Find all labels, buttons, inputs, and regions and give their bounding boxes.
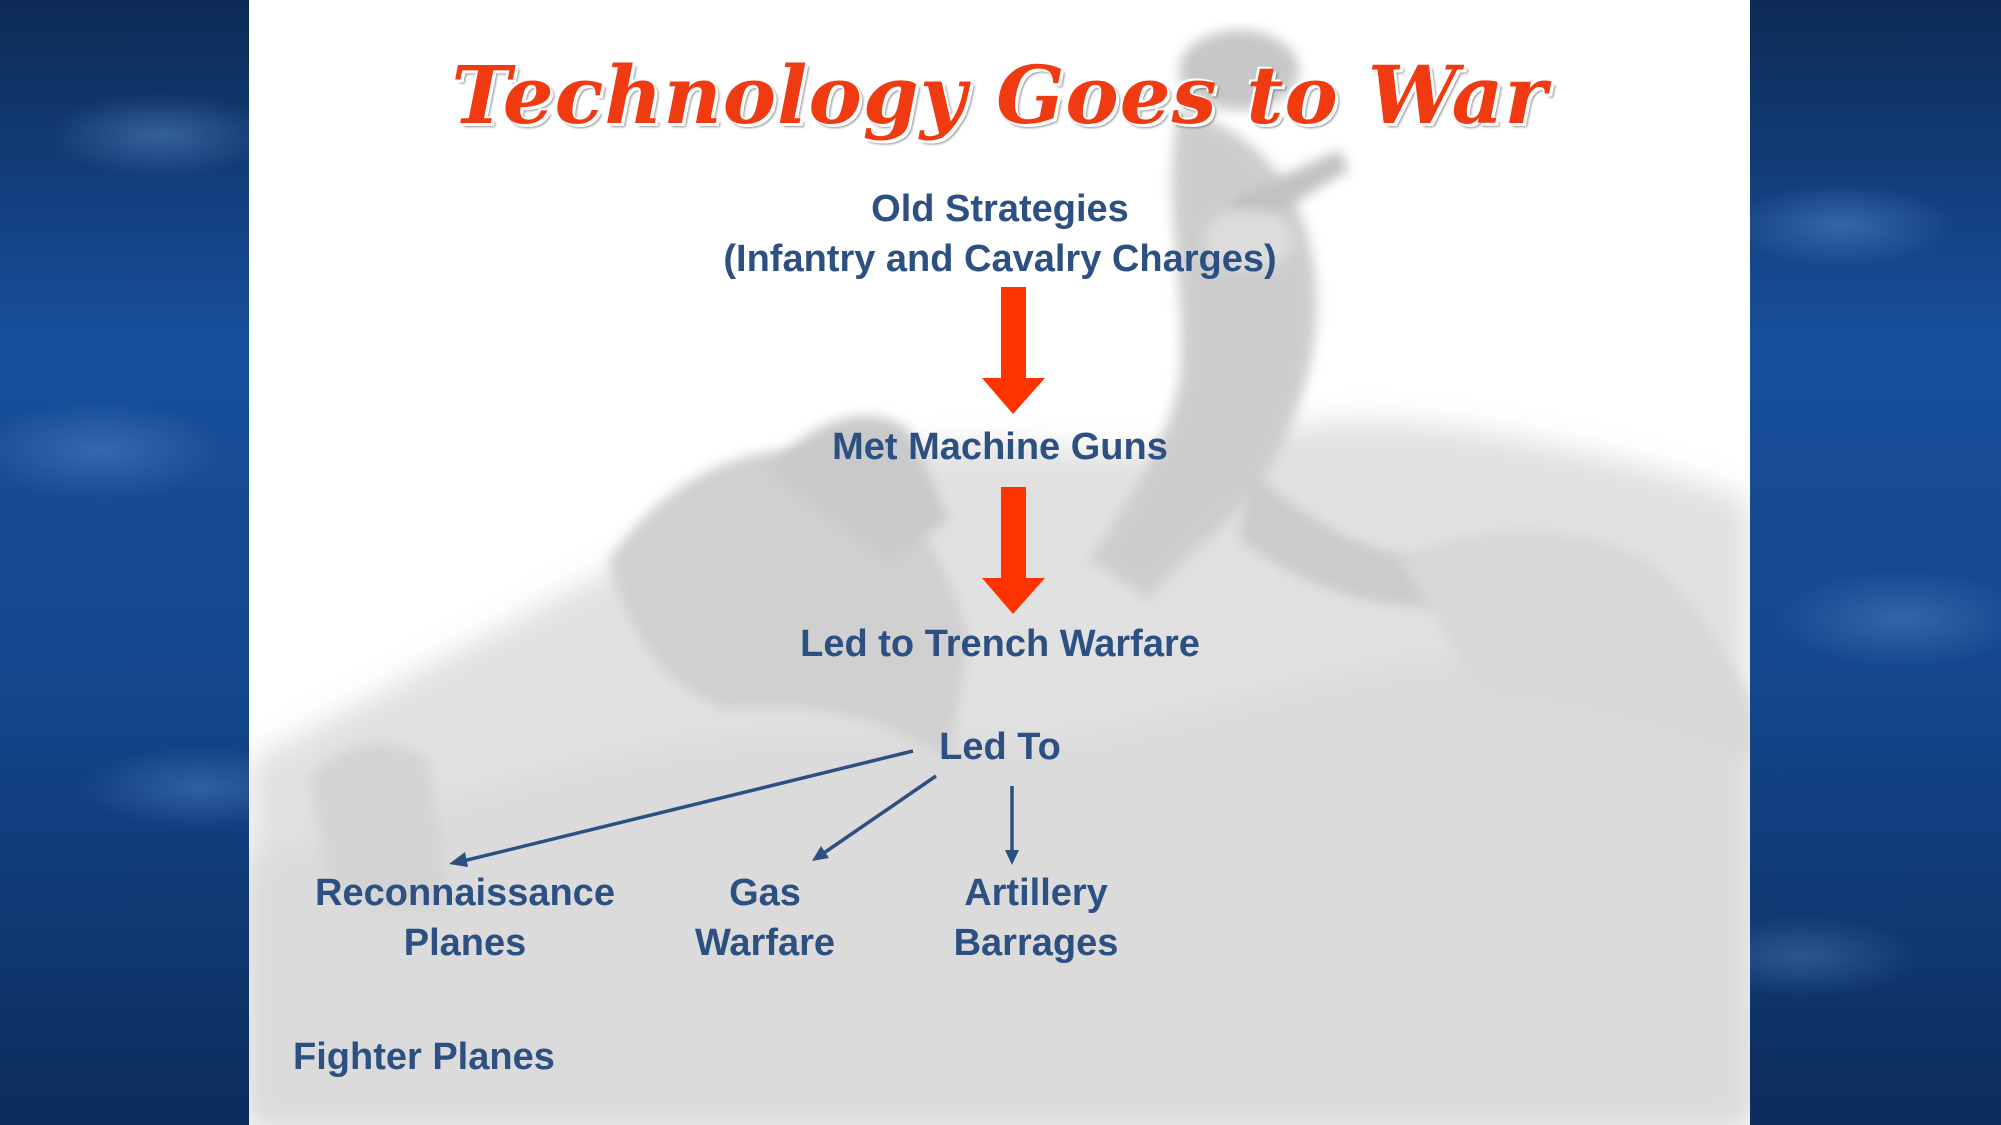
- arrow-down-red-1: [982, 287, 1045, 414]
- node-reconnaissance-line1: Reconnaissance: [315, 872, 615, 914]
- node-machine-guns: Met Machine Guns: [832, 426, 1168, 468]
- node-reconnaissance-planes: Reconnaissance Planes: [265, 868, 665, 968]
- diagram-arrows: [449, 287, 1045, 867]
- trench-photo-background: [249, 30, 1750, 1125]
- node-old-strategies-line2: (Infantry and Cavalry Charges): [723, 238, 1277, 280]
- slide: Technology Goes to War Old Strategies (I…: [249, 0, 1750, 1125]
- arrow-to-gas: [820, 774, 937, 857]
- node-gas-warfare: Gas Warfare: [665, 868, 865, 968]
- arrow-head-reconnaissance: [449, 852, 468, 867]
- connector-arrows: [449, 749, 1019, 867]
- arrow-down-red-2: [982, 487, 1045, 614]
- node-gas-line1: Gas: [729, 872, 801, 914]
- arrow-to-reconnaissance: [458, 749, 914, 864]
- node-artillery-line1: Artillery: [964, 872, 1108, 914]
- node-fighter-planes: Fighter Planes: [293, 1036, 555, 1078]
- node-old-strategies: Old Strategies (Infantry and Cavalry Cha…: [700, 184, 1300, 284]
- node-gas-line2: Warfare: [694, 922, 836, 964]
- node-artillery-barrages: Artillery Barrages: [886, 868, 1186, 968]
- node-old-strategies-line1: Old Strategies: [871, 188, 1129, 230]
- node-trench-warfare: Led to Trench Warfare: [800, 623, 1200, 665]
- slide-title: Technology Goes to War: [451, 48, 1548, 142]
- arrow-head-artillery: [1005, 850, 1019, 865]
- node-reconnaissance-line2: Planes: [403, 922, 527, 964]
- node-led-to: Led To: [939, 726, 1061, 768]
- node-artillery-line2: Barrages: [953, 922, 1119, 964]
- arrow-head-gas: [812, 846, 829, 861]
